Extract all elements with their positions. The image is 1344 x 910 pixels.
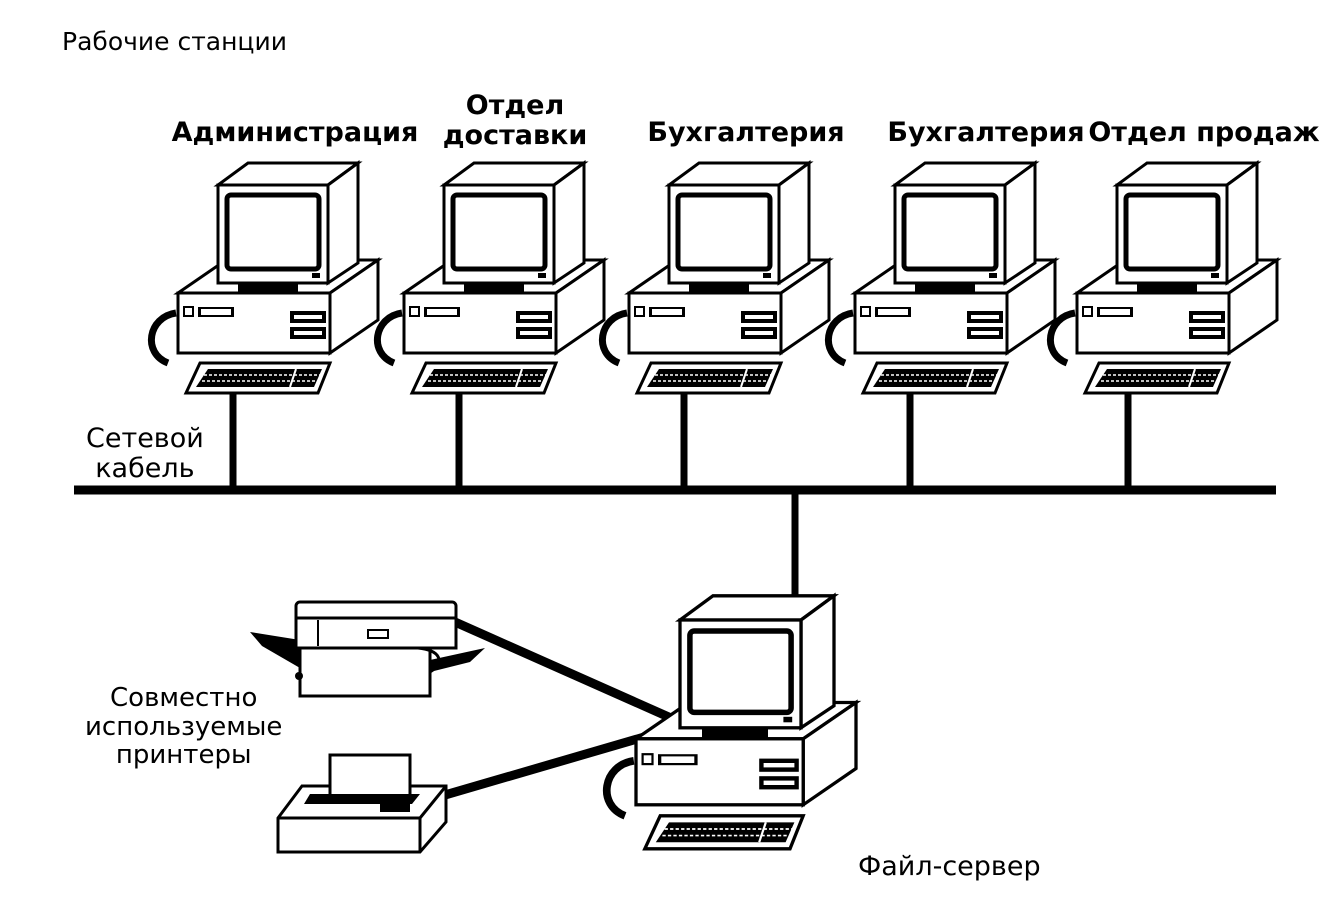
- workstation-label-4: Бухгалтерия: [887, 118, 1084, 148]
- printers-label-line-1: Совместно: [110, 683, 258, 713]
- workstation-label-2: Отдел доставки: [443, 91, 588, 150]
- workstation-3: [602, 163, 829, 393]
- workstation-2: [377, 163, 604, 393]
- workstation-5: [1050, 163, 1277, 393]
- workstation-label-2-line-1: Отдел: [465, 90, 565, 121]
- cable-label: Сетевой кабель: [86, 424, 204, 483]
- cable-label-line-1: Сетевой: [86, 423, 204, 454]
- cable-label-line-2: кабель: [95, 452, 195, 484]
- workstation-label-4-line-1: Бухгалтерия: [887, 117, 1085, 148]
- laser-printer: [250, 600, 485, 698]
- server-label: Файл-сервер: [858, 851, 1041, 882]
- printers-label-line-2: используемые: [85, 711, 283, 742]
- workstation-label-5: Отдел продаж: [1088, 118, 1319, 148]
- workstation-label-1-line-1: Администрация: [171, 117, 419, 148]
- workstation-label-1: Администрация: [172, 118, 419, 148]
- printers-label-line-3: принтеры: [115, 740, 252, 771]
- printer-cable-1: [453, 617, 682, 727]
- workstation-4: [828, 163, 1055, 393]
- workstation-label-3: Бухгалтерия: [647, 118, 844, 148]
- dot-matrix-printer: [276, 753, 448, 854]
- workstation-label-3-line-1: Бухгалтерия: [647, 117, 845, 148]
- file-server: [607, 596, 856, 849]
- workstation-label-2-line-2: доставки: [442, 119, 588, 151]
- cable-drops: [229, 390, 1132, 490]
- workstation-label-5-line-1: Отдел продаж: [1088, 117, 1320, 148]
- workstation-1: [151, 163, 378, 393]
- diagram-title: Рабочие станции: [62, 27, 287, 56]
- printers-label: Совместно используемые принтеры: [85, 684, 282, 770]
